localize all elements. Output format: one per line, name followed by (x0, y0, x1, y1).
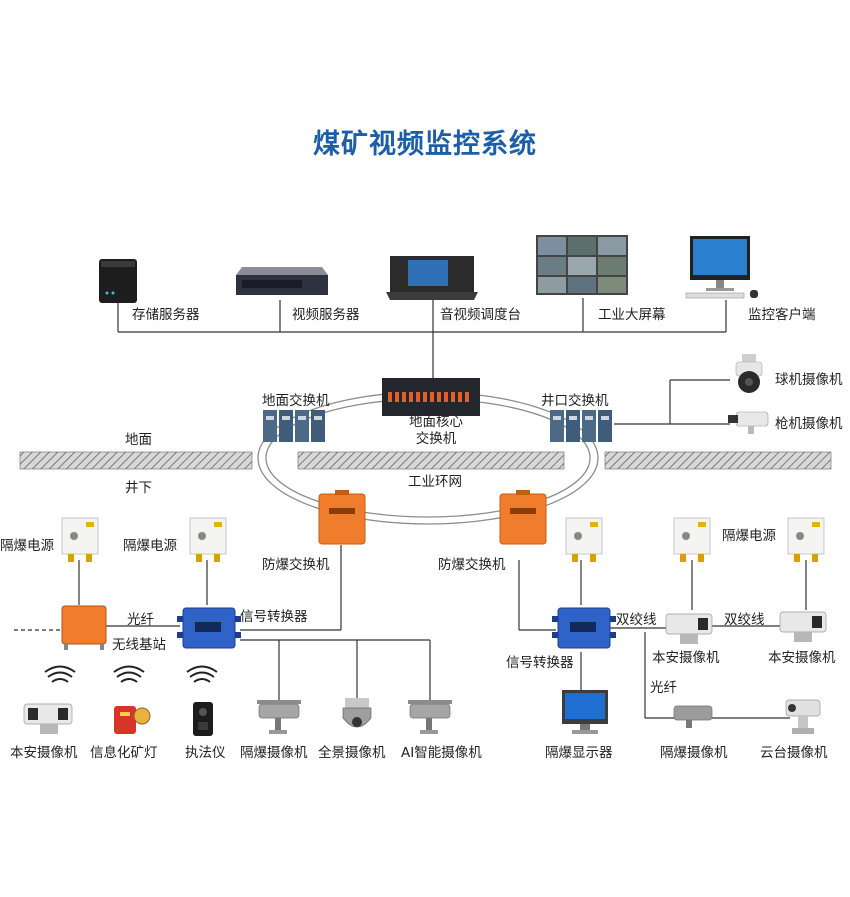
dome-camera-label: 球机摄像机 (775, 372, 843, 388)
ptz-camera-label: 云台摄像机 (760, 745, 828, 761)
intrinsic-camera-left-icon (23, 703, 73, 734)
diagram-title: 煤矿视频监控系统 (313, 129, 537, 160)
av-console-icon (386, 256, 478, 300)
core-switch-icon (382, 378, 480, 416)
video-server-label: 视频服务器 (292, 307, 360, 323)
storage-server-label: 存储服务器 (132, 307, 200, 323)
twisted-pair-1-label: 双绞线 (616, 612, 657, 628)
law-recorder-icon (193, 702, 213, 736)
intrinsic-camera-1-icon (665, 613, 713, 644)
storage-server-icon (99, 259, 137, 303)
power-supply-4-icon (673, 517, 711, 562)
video-wall-label: 工业大屏幕 (598, 307, 666, 323)
ground-strata-right (604, 451, 832, 470)
ex-switch-left-icon (318, 490, 366, 545)
shaft-switch-label: 井口交换机 (541, 393, 609, 409)
flameproof-camera-right-label: 隔爆摄像机 (660, 745, 728, 761)
mining-lamp-icon (114, 706, 151, 734)
bottom-left-item-3: 隔爆摄像机 (240, 745, 308, 761)
ptz-camera-icon (785, 699, 821, 734)
wireless-signals (44, 665, 218, 683)
ring-network-label: 工业环网 (408, 474, 462, 490)
monitor-client-icon (685, 236, 758, 299)
ground-zone-label: 地面 (125, 432, 152, 448)
converter-right-icon (552, 607, 616, 649)
ex-switch-left-label: 防爆交换机 (262, 557, 330, 573)
underground-zone-label: 井下 (125, 480, 152, 496)
converter-left-icon (177, 607, 241, 649)
shaft-switch-icon (550, 410, 612, 442)
core-switch-label-1: 地面核心 (409, 414, 463, 430)
core-switch-label-2: 交换机 (415, 431, 457, 447)
twisted-pair-2-label: 双绞线 (724, 612, 765, 628)
gun-camera-label: 枪机摄像机 (775, 416, 843, 432)
bottom-left-item-1: 信息化矿灯 (90, 745, 158, 761)
ai-camera-icon (408, 700, 452, 734)
av-console-label: 音视频调度台 (440, 307, 521, 323)
flameproof-display-icon (562, 690, 608, 734)
power-supply-3-icon (565, 517, 603, 562)
converter-left-label: 信号转换器 (240, 609, 308, 625)
power-supply-1-icon (61, 517, 99, 562)
power-supply-1-label: 隔爆电源 (0, 538, 54, 554)
video-wall-icon (536, 235, 628, 295)
ground-strata-middle (297, 451, 565, 470)
bottom-left-item-0: 本安摄像机 (10, 745, 78, 761)
base-station-label: 无线基站 (112, 637, 166, 653)
power-supply-3-label: 隔爆电源 (722, 528, 776, 544)
bottom-left-item-2: 执法仪 (185, 745, 226, 761)
gun-camera-icon (728, 411, 769, 434)
fiber-right-label: 光纤 (650, 680, 677, 696)
monitor-client-label: 监控客户端 (748, 307, 816, 323)
flameproof-display-label: 隔爆显示器 (545, 745, 613, 761)
converter-right-label: 信号转换器 (506, 655, 574, 671)
power-supply-2-label: 隔爆电源 (123, 538, 177, 554)
video-server-icon (236, 267, 328, 295)
power-supply-5-icon (787, 517, 825, 562)
panoramic-camera-icon (342, 698, 372, 728)
ex-switch-right-icon (499, 490, 547, 545)
dome-camera-icon (735, 354, 763, 393)
power-supply-2-icon (189, 517, 227, 562)
bottom-left-item-4: 全景摄像机 (318, 745, 386, 761)
ground-strata-left (19, 451, 253, 470)
bottom-left-item-5: AI智能摄像机 (401, 745, 482, 761)
intrinsic-camera-2-label: 本安摄像机 (768, 650, 836, 666)
ground-switch-label: 地面交换机 (262, 393, 330, 409)
flameproof-camera-right-icon (673, 705, 713, 728)
intrinsic-camera-2-icon (779, 611, 827, 642)
flameproof-camera-left-icon (257, 700, 301, 734)
ground-switch-icon (263, 410, 325, 442)
intrinsic-camera-1-label: 本安摄像机 (652, 650, 720, 666)
ex-switch-right-label: 防爆交换机 (438, 557, 506, 573)
fiber-left-label: 光纤 (127, 612, 154, 628)
wireless-base-station-icon (61, 605, 107, 650)
